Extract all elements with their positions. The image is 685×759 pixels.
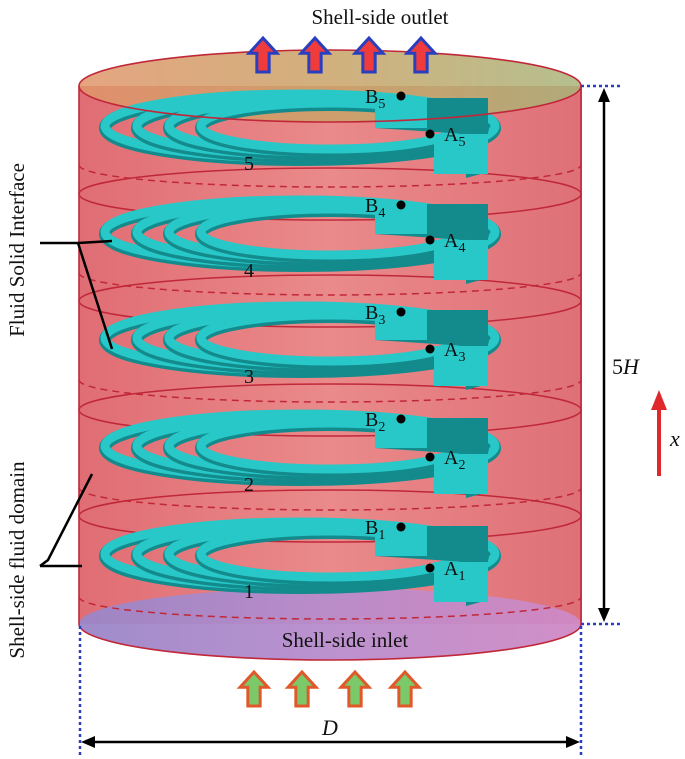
coil-manifold-top (375, 98, 427, 128)
point-b-marker (396, 522, 406, 532)
outlet-arrow-icon (297, 35, 333, 74)
outlet-label: Shell-side outlet (311, 5, 448, 29)
coil-group: 1 A1 B1 2 A2 B2 3 A3 B3 4 A4 B4 5 A5 B5 (99, 86, 501, 606)
inlet-arrow-icon (337, 669, 373, 708)
coil-4 (99, 195, 501, 284)
outlet-arrow-icon (245, 35, 281, 74)
coil-number: 2 (244, 474, 254, 496)
point-a-label: A1 (444, 558, 465, 584)
section-dividers (78, 164, 582, 620)
diameter-dim-arrow-right (566, 736, 580, 748)
shell-bottom-rim (78, 623, 582, 661)
coil-5 (99, 89, 501, 178)
shell-bottom-face (79, 588, 581, 660)
section-dashed-rim (78, 596, 582, 620)
point-a-marker (425, 129, 435, 139)
point-a-label: A5 (444, 124, 465, 150)
height-dim-arrow-top (598, 88, 610, 102)
coil-manifold-front (434, 346, 488, 386)
coil-3 (99, 301, 501, 390)
section-divider-back (78, 167, 582, 195)
point-a-marker (425, 563, 435, 573)
point-a-label: A4 (444, 230, 465, 256)
axis-label: x (669, 426, 680, 451)
point-b-marker (396, 200, 406, 210)
inlet-arrow-icon (284, 669, 320, 708)
height-label: 5H (612, 354, 640, 379)
coil-number: 1 (244, 581, 254, 603)
inlet-arrow-icon (236, 669, 272, 708)
point-b-label: B1 (365, 517, 385, 543)
point-a-marker (425, 452, 435, 462)
coil-number: 4 (244, 260, 254, 282)
coil-2 (99, 409, 501, 498)
axis-arrow-head (651, 390, 667, 410)
section-divider-back (78, 489, 582, 517)
point-b-marker (396, 307, 406, 317)
point-a-marker (425, 235, 435, 245)
section-dashed-rim (78, 487, 582, 511)
diameter-label: D (321, 715, 338, 740)
point-b-marker (396, 91, 406, 101)
section-divider-front (78, 409, 582, 437)
point-b-label: B5 (365, 86, 385, 112)
section-divider-back (78, 274, 582, 302)
section-divider-front (78, 300, 582, 328)
point-b-label: B3 (365, 302, 385, 328)
point-b-label: B4 (365, 195, 385, 221)
coil-number: 3 (244, 366, 254, 388)
outlet-arrow-icon (403, 35, 439, 74)
section-dashed-rim (78, 164, 582, 188)
coil-manifold-front (434, 562, 488, 602)
inlet-label: Shell-side inlet (282, 628, 409, 652)
height-dim-arrow-bottom (598, 608, 610, 622)
domain-callout-line (39, 473, 94, 567)
interface-callout-line-2 (77, 239, 113, 245)
section-dashed-rim (78, 272, 582, 296)
point-a-marker (425, 344, 435, 354)
section-divider-back (78, 383, 582, 411)
coil-manifold-front (434, 454, 488, 494)
diameter-dim-arrow-left (81, 736, 95, 748)
section-divider-front (78, 515, 582, 543)
fluid-solid-interface-label: Fluid Solid Interface (5, 163, 29, 337)
coil-manifold-front (434, 134, 488, 174)
coil-1 (99, 517, 501, 606)
point-b-label: B2 (365, 409, 385, 435)
coil-number: 5 (244, 153, 254, 175)
section-divider-front (78, 193, 582, 221)
coil-manifold-front (434, 240, 488, 280)
point-b-marker (396, 414, 406, 424)
point-a-label: A2 (444, 447, 465, 473)
point-a-label: A3 (444, 339, 465, 365)
outlet-arrow-icon (351, 35, 387, 74)
fluid-domain-label: Shell-side fluid domain (5, 461, 29, 659)
inlet-arrow-icon (387, 669, 423, 708)
section-dashed-rim (78, 379, 582, 403)
